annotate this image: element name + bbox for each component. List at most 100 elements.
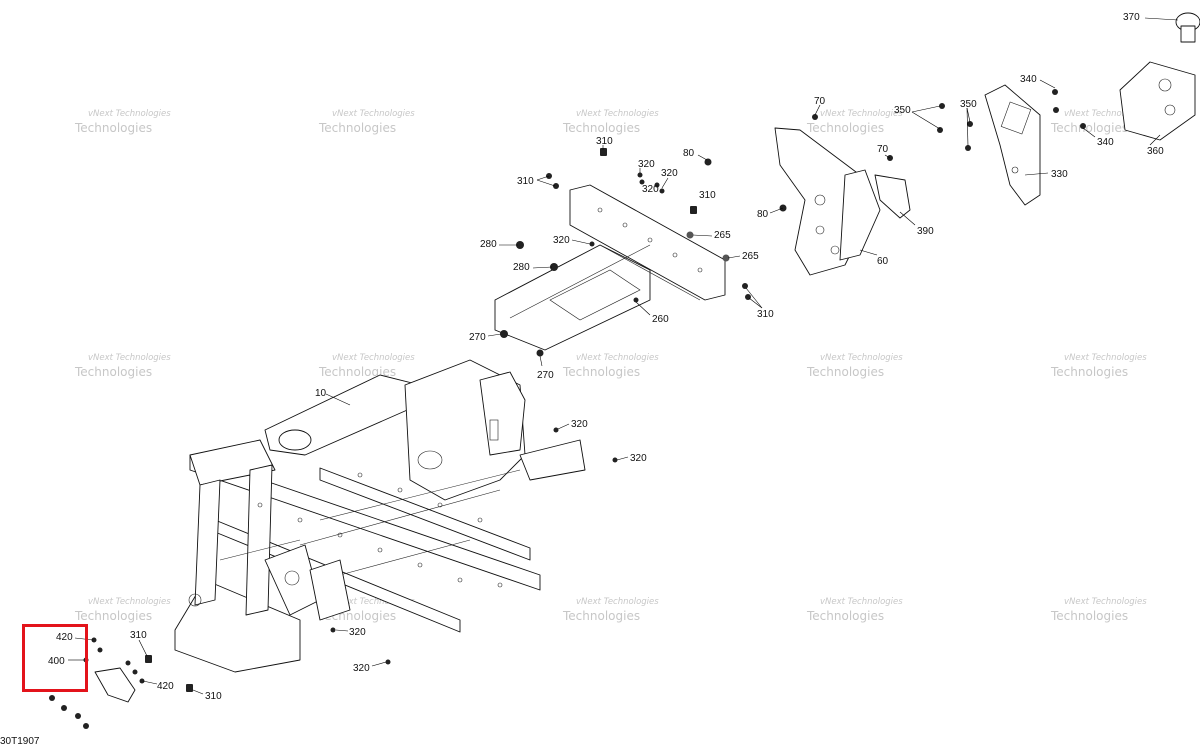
svg-text:vNext Technologies: vNext Technologies [88, 109, 171, 119]
plate-390 [874, 174, 911, 219]
callout-265: 265 [714, 230, 731, 241]
callout-340: 340 [1097, 137, 1114, 148]
hardware [49, 89, 1086, 729]
svg-text:vNext Technologies: vNext Technologies [576, 353, 659, 363]
svg-text:vNext Technologies: vNext Technologies [88, 353, 171, 363]
svg-text:Technologies: Technologies [806, 121, 884, 135]
callout-320: 320 [553, 235, 570, 246]
rear-cross-member-plate [569, 184, 726, 301]
svg-text:Technologies: Technologies [318, 121, 396, 135]
svg-text:vNext Technologies: vNext Technologies [576, 109, 659, 119]
hitch-ball [1175, 12, 1200, 43]
rear-bracket-side [839, 169, 881, 261]
rear-cross-member-body [494, 244, 651, 351]
callout-420: 420 [56, 632, 73, 643]
svg-text:vNext Technologies: vNext Technologies [332, 597, 415, 607]
callout-350: 350 [894, 105, 911, 116]
callout-320: 320 [661, 168, 678, 179]
svg-text:Technologies: Technologies [562, 121, 640, 135]
svg-text:vNext Technologies: vNext Technologies [1064, 597, 1147, 607]
main-frame-front-bracket-2 [309, 559, 351, 621]
svg-text:Technologies: Technologies [806, 365, 884, 379]
callout-280: 280 [480, 239, 497, 250]
support-plate [984, 84, 1041, 206]
callout-350: 350 [960, 99, 977, 110]
svg-text:Technologies: Technologies [562, 365, 640, 379]
svg-text:vNext Technologies: vNext Technologies [332, 353, 415, 363]
svg-text:vNext Technologies: vNext Technologies [332, 109, 415, 119]
callout-265: 265 [742, 251, 759, 262]
main-frame-upright-right [245, 464, 273, 616]
callout-320: 320 [638, 159, 655, 170]
main-frame [174, 359, 586, 673]
main-frame-upright-left [194, 479, 221, 606]
callout-70: 70 [877, 144, 889, 155]
svg-text:vNext Technologies: vNext Technologies [820, 597, 903, 607]
callout-270: 270 [537, 370, 554, 381]
callout-260: 260 [652, 314, 669, 325]
callout-320: 320 [642, 184, 659, 195]
svg-text:vNext Technologies: vNext Technologies [1064, 353, 1147, 363]
svg-text:Technologies: Technologies [74, 609, 152, 623]
callout-360: 360 [1147, 146, 1164, 157]
callout-370: 370 [1123, 12, 1140, 23]
main-frame-rail-mid [319, 467, 531, 561]
main-frame-rear-member [519, 439, 586, 481]
hitch-bracket-body [1119, 61, 1196, 141]
svg-text:Technologies: Technologies [1050, 121, 1128, 135]
callout-310: 310 [517, 176, 534, 187]
callout-labels: 370 340 340 70 350 350 310 320 80 310 32… [48, 12, 1164, 702]
svg-text:vNext Technologies: vNext Technologies [820, 353, 903, 363]
main-frame-tower-hole [417, 450, 443, 470]
svg-text:Technologies: Technologies [806, 609, 884, 623]
callout-320: 320 [353, 663, 370, 674]
svg-text:vNext Technologies: vNext Technologies [88, 597, 171, 607]
svg-text:Technologies: Technologies [74, 121, 152, 135]
callout-80: 80 [683, 148, 695, 159]
svg-text:Technologies: Technologies [74, 365, 152, 379]
svg-text:Technologies: Technologies [562, 609, 640, 623]
callout-310: 310 [596, 136, 613, 147]
svg-text:vNext Technologies: vNext Technologies [820, 109, 903, 119]
svg-text:vNext Technologies: vNext Technologies [576, 597, 659, 607]
callout-330: 330 [1051, 169, 1068, 180]
callout-320: 320 [349, 627, 366, 638]
callout-340: 340 [1020, 74, 1037, 85]
main-frame-tube-opening [278, 429, 312, 451]
callout-400: 400 [48, 656, 65, 667]
main-frame-slot [489, 419, 499, 441]
leader-lines [68, 17, 1179, 695]
main-frame-rail-upper [189, 454, 541, 591]
callout-80: 80 [757, 209, 769, 220]
callout-280: 280 [513, 262, 530, 273]
svg-text:vNext Technologies: vNext Technologies [1064, 109, 1147, 119]
svg-text:Technologies: Technologies [1050, 609, 1128, 623]
hitch-bracket [1119, 61, 1196, 141]
callout-270: 270 [469, 332, 486, 343]
rear-cross-member [494, 184, 726, 351]
callout-420: 420 [157, 681, 174, 692]
drawing-code: 30T1907 [0, 736, 40, 747]
callout-10: 10 [315, 388, 327, 399]
callout-320: 320 [571, 419, 588, 430]
callout-70: 70 [814, 96, 826, 107]
callout-390: 390 [917, 226, 934, 237]
highlight-box [22, 624, 88, 692]
callout-310: 310 [205, 691, 222, 702]
bracket-400 [94, 667, 136, 703]
callout-310: 310 [699, 190, 716, 201]
